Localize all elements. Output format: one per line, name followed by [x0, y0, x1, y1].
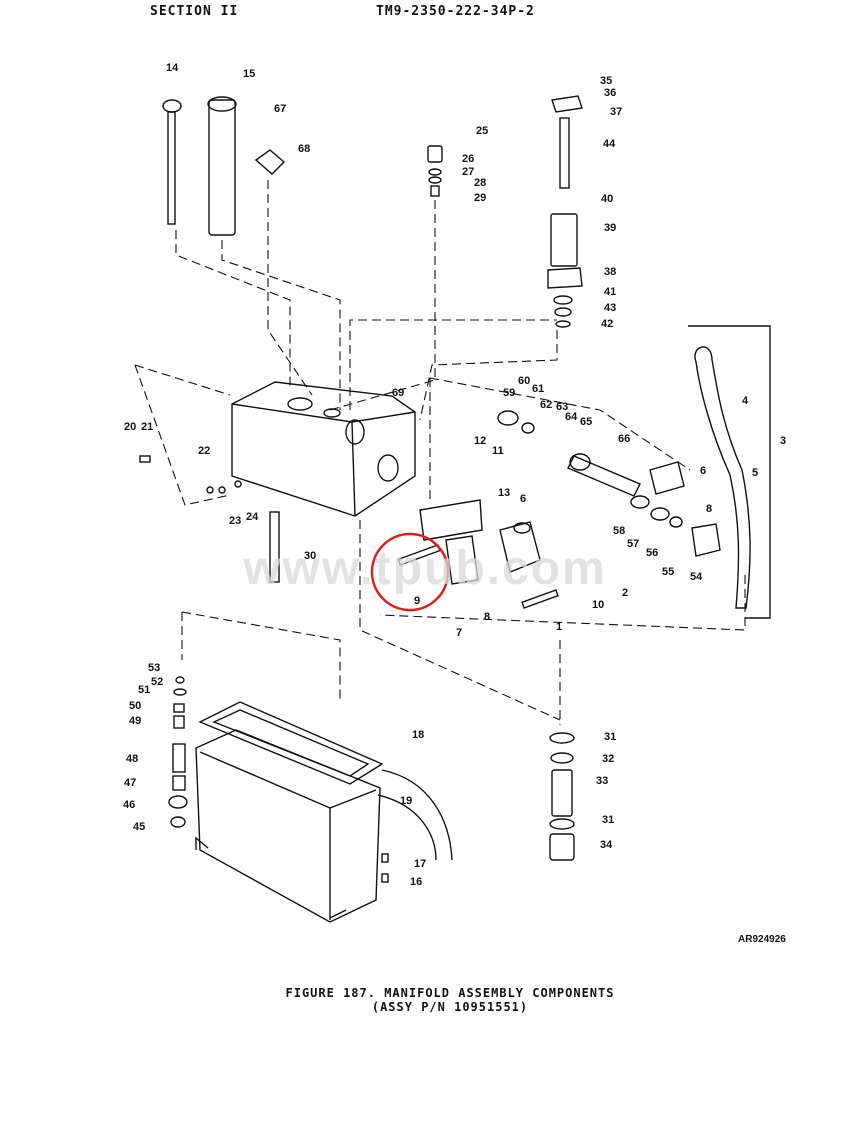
callout: 63: [556, 401, 568, 413]
callout: 50: [129, 700, 141, 712]
callout: 6: [700, 465, 706, 477]
callout: 21: [141, 421, 153, 433]
callout: 47: [124, 777, 136, 789]
callout-numbers: 1 2 3 4 5 6 6 7 8 8 9 10 11 12 13 14 15 …: [123, 62, 786, 888]
callout: 54: [690, 571, 703, 583]
callout: 45: [133, 821, 145, 833]
callout: 26: [462, 153, 474, 165]
callout: 23: [229, 515, 241, 527]
callout: 15: [243, 68, 255, 80]
callout: 51: [138, 684, 150, 696]
callout: 40: [601, 193, 613, 205]
callout: 18: [412, 729, 424, 741]
callout: 6: [520, 493, 526, 505]
callout: 5: [752, 467, 758, 479]
callout: 4: [742, 395, 749, 407]
callout: 43: [604, 302, 616, 314]
callout: 11: [492, 445, 504, 457]
callout: 27: [462, 166, 474, 178]
callout: 31: [604, 731, 616, 743]
callout: 28: [474, 177, 486, 189]
callout: 31: [602, 814, 614, 826]
callout: 55: [662, 566, 674, 578]
figure-caption-part-number: (ASSY P/N 10951551): [371, 1000, 529, 1014]
callout: 68: [298, 143, 310, 155]
callout: 1: [556, 621, 562, 633]
callout: 16: [410, 876, 422, 888]
callout: 36: [604, 87, 616, 99]
callout: 35: [600, 75, 612, 87]
callout: 2: [622, 587, 628, 599]
highlight-circle: [370, 532, 450, 612]
section-label: SECTION II: [150, 4, 239, 19]
callout: 20: [124, 421, 136, 433]
callout: 33: [596, 775, 608, 787]
callout: 56: [646, 547, 658, 559]
callout: 48: [126, 753, 138, 765]
callout: 49: [129, 715, 141, 727]
callout: 3: [780, 435, 786, 447]
tm-number: TM9-2350-222-34P-2: [376, 4, 535, 19]
callout: 57: [627, 538, 639, 550]
callout: 9: [414, 595, 420, 607]
callout: 37: [610, 106, 622, 118]
callout: 34: [600, 839, 613, 851]
callout: 17: [414, 858, 426, 870]
callout: 64: [565, 411, 578, 423]
callout: 44: [603, 138, 616, 150]
callout: 59: [503, 387, 515, 399]
callout: 38: [604, 266, 616, 278]
callout: 46: [123, 799, 135, 811]
drawing-linework: [134, 95, 771, 923]
figure-caption: FIGURE 187. MANIFOLD ASSEMBLY COMPONENTS: [285, 986, 615, 1000]
callout: 29: [474, 192, 486, 204]
callout: 60: [518, 375, 530, 387]
art-number: AR924926: [738, 934, 786, 945]
callout: 61: [532, 383, 544, 395]
callout: 65: [580, 416, 592, 428]
callout: 69: [392, 387, 404, 399]
callout: 25: [476, 125, 488, 137]
callout: 32: [602, 753, 614, 765]
callout: 62: [540, 399, 552, 411]
callout: 22: [198, 445, 210, 457]
callout: 24: [246, 511, 259, 523]
callout: 8: [706, 503, 712, 515]
callout: 7: [456, 627, 462, 639]
callout: 19: [400, 795, 412, 807]
callout: 14: [166, 62, 179, 74]
callout: 58: [613, 525, 625, 537]
callout: 66: [618, 433, 630, 445]
callout: 8: [484, 611, 490, 623]
callout: 12: [474, 435, 486, 447]
callout: 39: [604, 222, 616, 234]
callout: 30: [304, 550, 316, 562]
callout: 53: [148, 662, 160, 674]
callout: 10: [592, 599, 604, 611]
watermark: www.tpub.com: [242, 542, 607, 595]
callout: 13: [498, 487, 510, 499]
callout: 52: [151, 676, 163, 688]
callout: 41: [604, 286, 616, 298]
callout: 42: [601, 318, 613, 330]
callout: 67: [274, 103, 286, 115]
